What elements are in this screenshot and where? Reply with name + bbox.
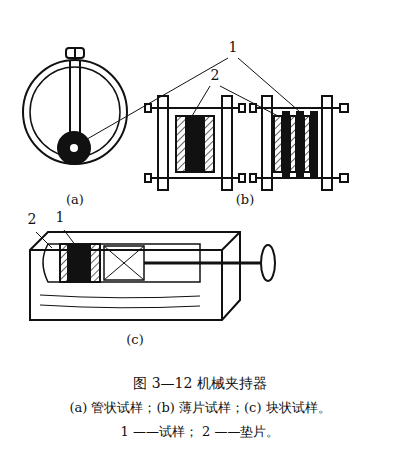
- subfigure-label: (b): [236, 193, 254, 207]
- figure-title: 图 3—12 机械夹持器: [133, 376, 267, 391]
- callout-number: 1: [229, 40, 238, 55]
- subfigure-label: (c): [126, 333, 143, 347]
- subfigure-label: (a): [66, 193, 84, 207]
- callout-number: 2: [28, 212, 37, 227]
- legend-line: 1 ——试样； 2 ——垫片。: [121, 425, 280, 439]
- callout-number: 2: [211, 68, 220, 83]
- callout-number: 1: [56, 210, 65, 225]
- figure-caption: (a) 管状试样；(b) 薄片试样；(c) 块状试样。: [69, 401, 330, 415]
